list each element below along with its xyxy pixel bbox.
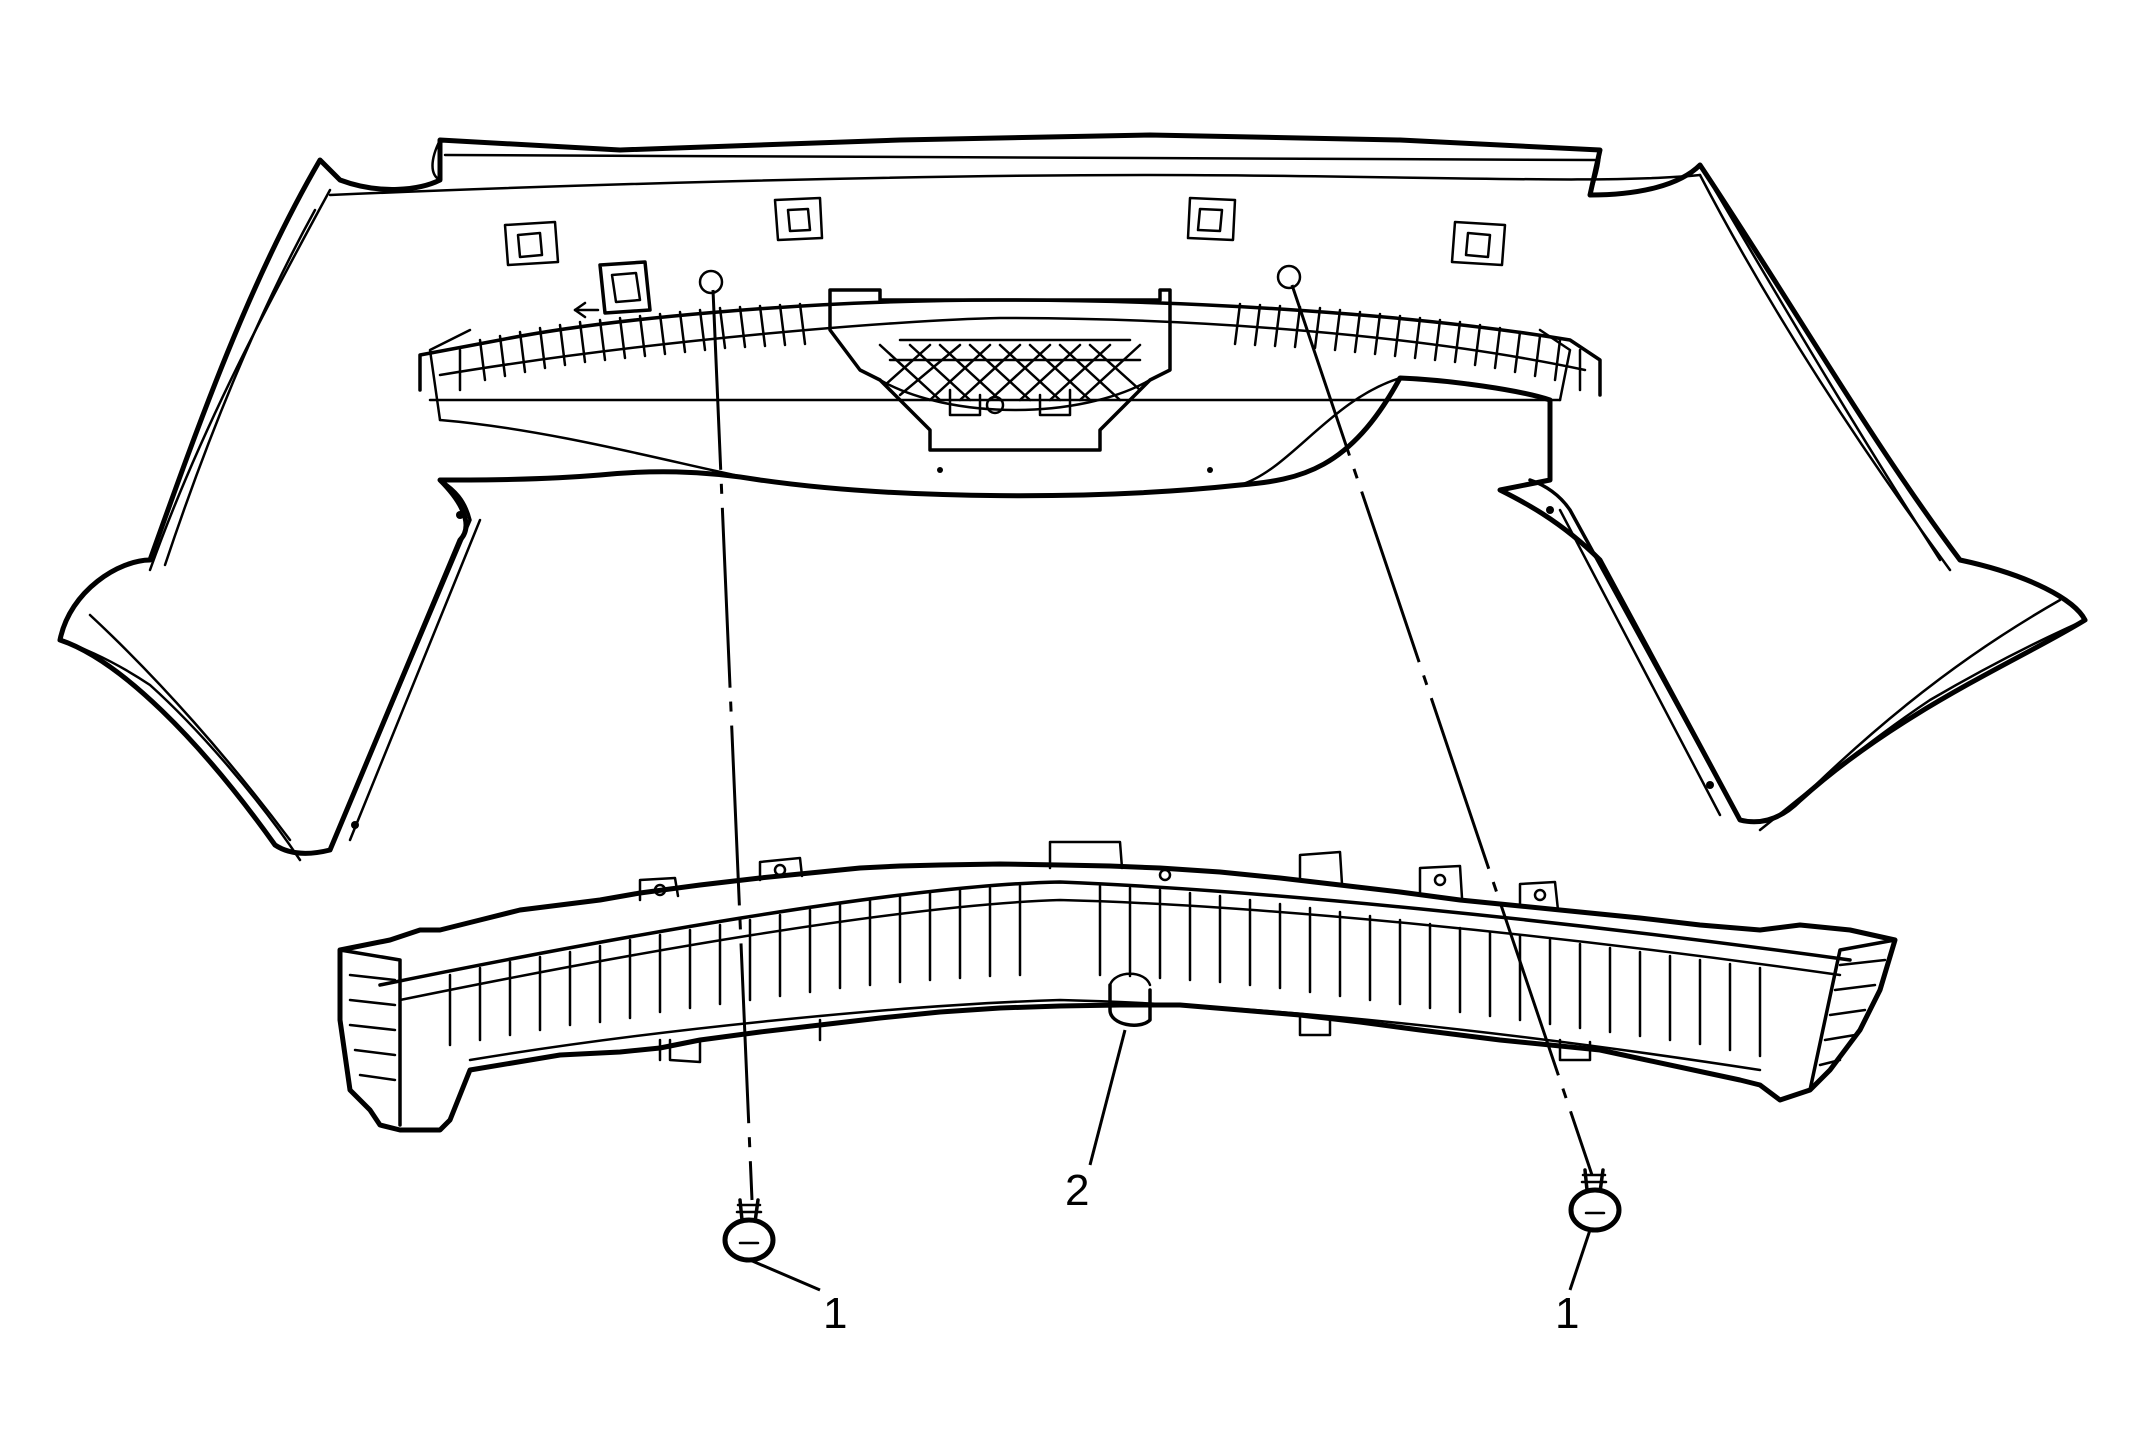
energy-absorber: [337, 840, 1898, 1133]
callout-absorber: 2: [1065, 1166, 1089, 1215]
leader-line-center: [1088, 1029, 1127, 1166]
fastener-right: [1568, 1168, 1622, 1233]
callout-fastener-left: 1: [823, 1289, 847, 1338]
callout-fastener-right: 1: [1555, 1289, 1579, 1338]
bumper-fascia: [57, 132, 2088, 862]
alignment-lines: [711, 284, 1594, 1201]
leader-line-left: [749, 1258, 821, 1292]
alignment-line-left: [711, 289, 754, 1201]
fastener-left: [722, 1198, 776, 1263]
leader-line-right: [1568, 1229, 1592, 1291]
alignment-line-right: [1290, 284, 1594, 1176]
